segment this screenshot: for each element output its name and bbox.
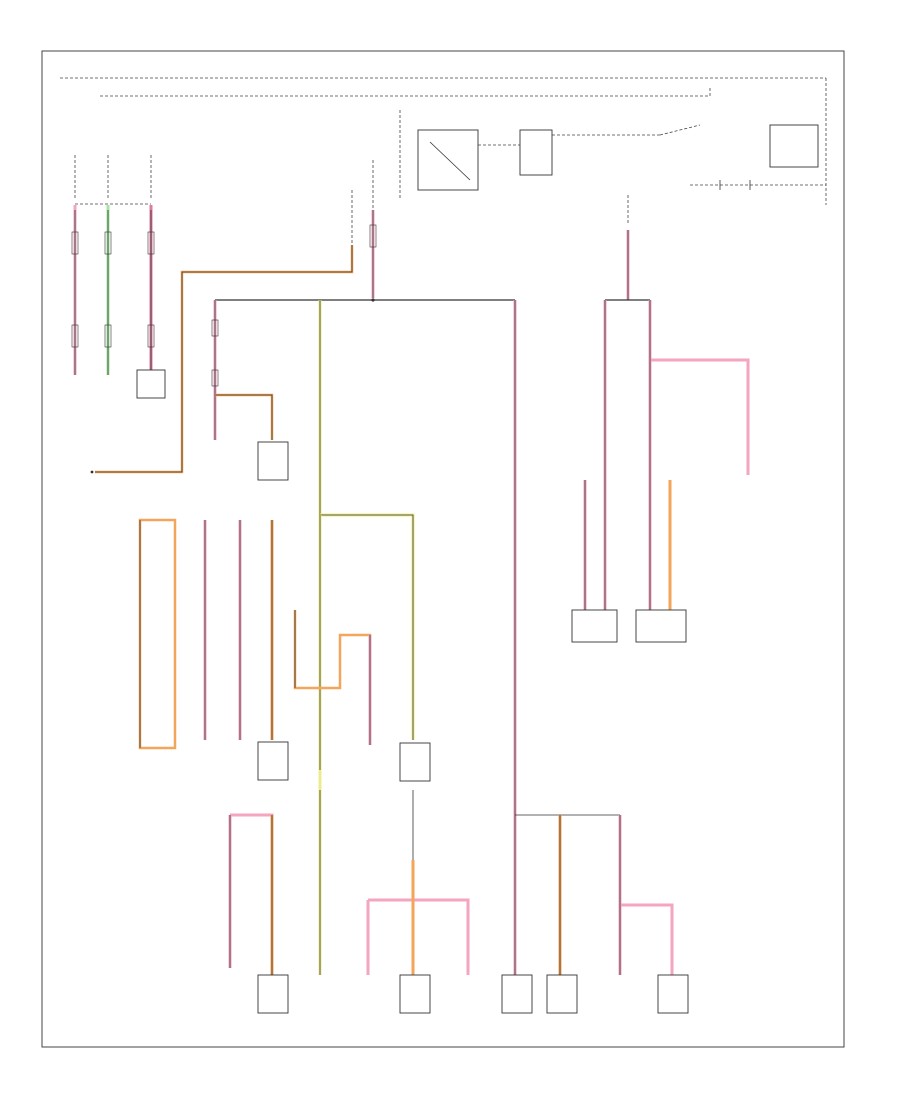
- component-box-cooling: [257, 441, 289, 481]
- wire-orange-feed: [95, 245, 354, 474]
- component-box-radio: [257, 741, 289, 781]
- header-block: [60, 77, 827, 205]
- lower-left-wires: [138, 518, 289, 781]
- left-wires: [71, 205, 155, 375]
- component-box-lh-sensor: [657, 974, 689, 1014]
- component-box-left-relay: [136, 369, 166, 399]
- component-box-powertrain: [399, 742, 431, 782]
- component-box-passenger-lamp: [546, 974, 578, 1014]
- component-box-glove: [501, 974, 533, 1014]
- component-box-driver-window: [635, 609, 687, 643]
- relay-cluster: [399, 110, 826, 200]
- component-box-rear-closure: [571, 609, 618, 643]
- diagram-border: [41, 50, 845, 1048]
- left-fuse-group: [74, 155, 152, 205]
- component-box-rear-lamp: [257, 974, 289, 1014]
- component-box-hvac-control: [399, 974, 431, 1014]
